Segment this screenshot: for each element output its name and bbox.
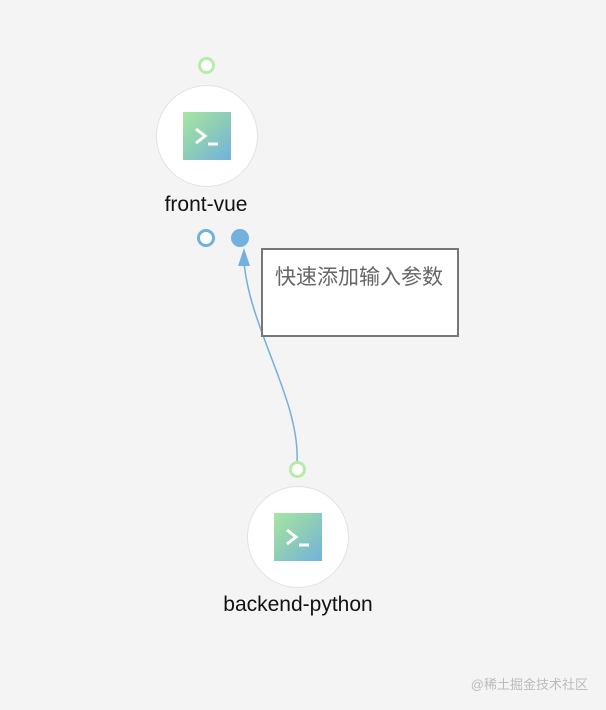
backend-python-input-port[interactable]: [289, 461, 306, 478]
node-label: backend-python: [223, 593, 373, 616]
front-vue-input-port[interactable]: [198, 57, 215, 74]
node-label: front-vue: [164, 193, 248, 216]
terminal-icon: [183, 112, 231, 160]
edge-arrow-icon: [238, 248, 250, 266]
terminal-icon: [274, 513, 322, 561]
front-vue-output-port[interactable]: [197, 229, 215, 247]
node-front-vue[interactable]: [156, 85, 258, 187]
watermark: @稀土掘金技术社区: [470, 677, 588, 692]
tooltip: 快速添加输入参数: [261, 248, 459, 337]
front-vue-output-port-active[interactable]: [231, 229, 249, 247]
node-backend-python[interactable]: [247, 486, 349, 588]
edge-backend-python-to-front-vue[interactable]: [243, 261, 298, 463]
